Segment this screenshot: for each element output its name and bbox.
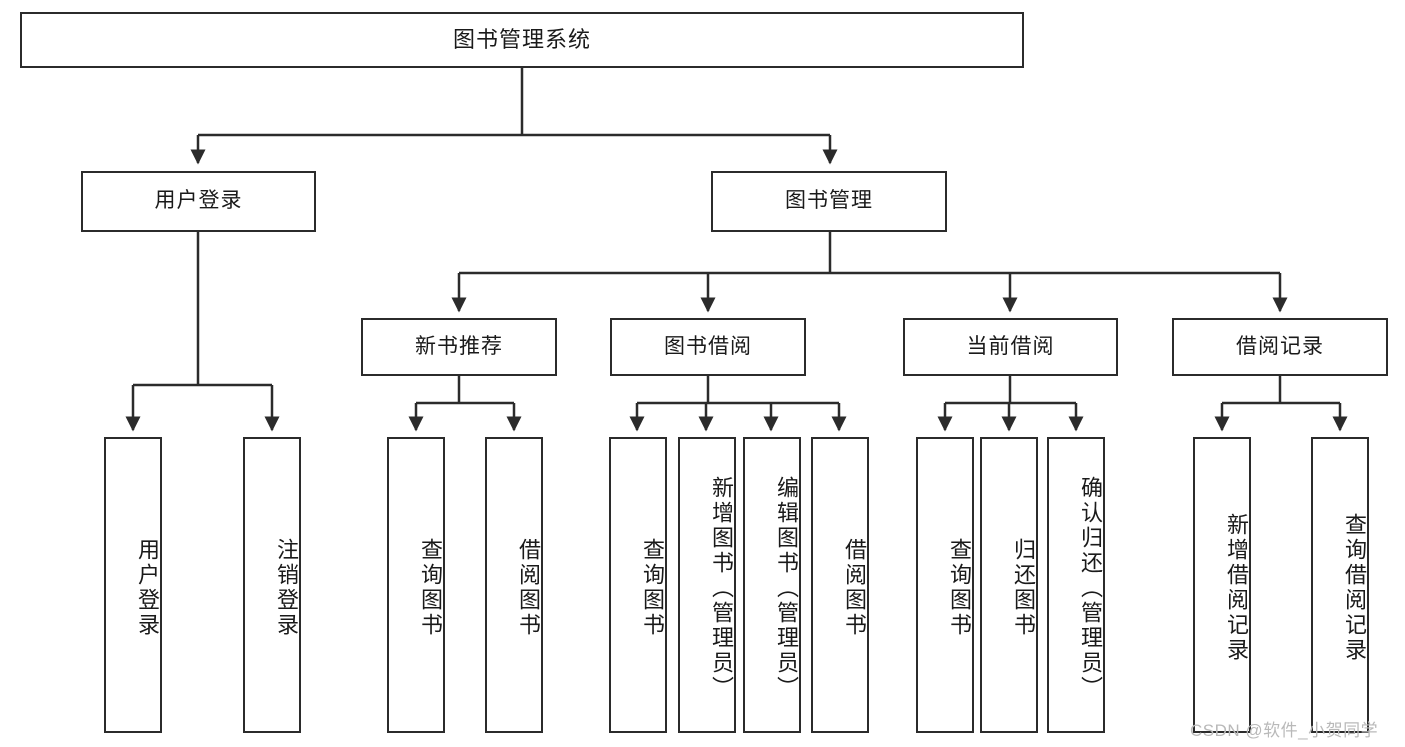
- node-borrow-record[interactable]: 借阅记录: [1172, 318, 1388, 376]
- leaf-borrow-book-2[interactable]: 借阅图书: [811, 437, 869, 733]
- node-root-system[interactable]: 图书管理系统: [20, 12, 1024, 68]
- node-label: 编辑图书（管理员）: [774, 475, 799, 701]
- node-label: 查询图书: [947, 538, 972, 638]
- edges-borrowrecord-to-leaves: [1214, 376, 1348, 432]
- node-label: 新增借阅记录: [1224, 513, 1249, 663]
- edges-userlogin-to-leaves: [125, 232, 280, 432]
- node-label: 查询借阅记录: [1342, 513, 1367, 663]
- node-user-login[interactable]: 用户登录: [81, 171, 316, 232]
- node-label: 用户登录: [154, 189, 243, 213]
- node-new-book-recommend[interactable]: 新书推荐: [361, 318, 557, 376]
- node-label: 确认归还（管理员）: [1078, 475, 1103, 701]
- edges-newbook-to-leaves: [408, 376, 522, 432]
- node-label: 图书借阅: [664, 334, 752, 358]
- node-label: 查询图书: [640, 538, 665, 638]
- leaf-add-book-admin[interactable]: 新增图书（管理员）: [678, 437, 736, 733]
- leaf-confirm-return-admin[interactable]: 确认归还（管理员）: [1047, 437, 1105, 733]
- node-current-borrow[interactable]: 当前借阅: [903, 318, 1118, 376]
- node-label: 查询图书: [418, 538, 443, 638]
- node-label: 借阅记录: [1236, 334, 1324, 358]
- node-label: 注销登录: [274, 538, 299, 638]
- node-label: 图书管理系统: [452, 27, 591, 53]
- node-book-manage[interactable]: 图书管理: [711, 171, 947, 232]
- leaf-user-login[interactable]: 用户登录: [104, 437, 162, 733]
- node-label: 借阅图书: [516, 538, 541, 638]
- leaf-query-borrow-record[interactable]: 查询借阅记录: [1311, 437, 1369, 733]
- node-book-borrow[interactable]: 图书借阅: [610, 318, 806, 376]
- edges-currentborrow-to-leaves: [937, 376, 1084, 432]
- node-label: 当前借阅: [966, 334, 1055, 358]
- leaf-query-book-1[interactable]: 查询图书: [387, 437, 445, 733]
- node-label: 借阅图书: [842, 538, 867, 638]
- node-label: 新增图书（管理员）: [709, 475, 734, 701]
- node-label: 图书管理: [785, 189, 873, 213]
- leaf-query-book-2[interactable]: 查询图书: [609, 437, 667, 733]
- node-label: 归还图书: [1011, 538, 1036, 638]
- leaf-logout[interactable]: 注销登录: [243, 437, 301, 733]
- leaf-return-book[interactable]: 归还图书: [980, 437, 1038, 733]
- edges-bookmanage-to-level3: [451, 232, 1288, 313]
- node-label: 新书推荐: [415, 334, 503, 358]
- edges-root-to-level2: [190, 68, 838, 165]
- node-label: 用户登录: [135, 538, 160, 638]
- leaf-add-borrow-record[interactable]: 新增借阅记录: [1193, 437, 1251, 733]
- edges-bookborrow-to-leaves: [629, 376, 847, 432]
- leaf-edit-book-admin[interactable]: 编辑图书（管理员）: [743, 437, 801, 733]
- leaf-query-book-3[interactable]: 查询图书: [916, 437, 974, 733]
- leaf-borrow-book-1[interactable]: 借阅图书: [485, 437, 543, 733]
